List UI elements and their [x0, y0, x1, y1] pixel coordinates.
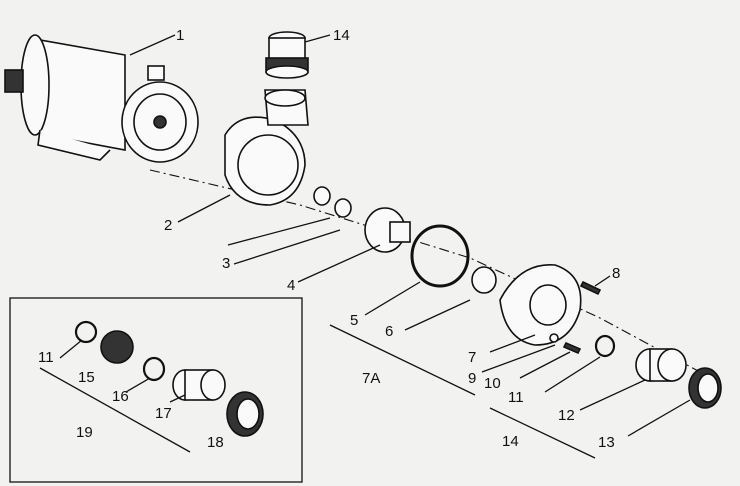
union-nut-part — [688, 367, 722, 409]
callout-12: 12 — [558, 407, 575, 424]
callout-7a: 7A — [362, 370, 380, 387]
callout-8: 8 — [612, 265, 620, 282]
callout-14-top: 14 — [333, 27, 350, 44]
drain-plug-part — [562, 341, 582, 355]
inset-parts — [74, 320, 264, 437]
impeller-part — [364, 207, 411, 253]
leader-lines — [39, 34, 691, 459]
callout-7: 7 — [468, 349, 476, 366]
union-fitting-top — [265, 31, 309, 79]
callout-10: 10 — [484, 375, 501, 392]
callout-16: 16 — [112, 388, 129, 405]
callout-18: 18 — [207, 434, 224, 451]
o-ring-11-part — [594, 334, 616, 358]
tailpiece-part — [635, 348, 687, 382]
callout-3: 3 — [222, 255, 230, 272]
callout-6: 6 — [385, 323, 393, 340]
callout-13: 13 — [598, 434, 615, 451]
callout-2: 2 — [164, 217, 172, 234]
callout-4: 4 — [287, 277, 295, 294]
diffuser-part — [471, 266, 497, 294]
callout-15: 15 — [78, 369, 95, 386]
callout-17: 17 — [155, 405, 172, 422]
pump-housing-part — [224, 89, 309, 206]
callout-19: 19 — [76, 424, 93, 441]
callout-14-bottom: 14 — [502, 433, 519, 450]
inset-box — [9, 297, 303, 483]
callout-11-inset: 11 — [38, 349, 54, 366]
o-ring-part — [410, 224, 470, 288]
washer-part — [549, 333, 559, 343]
callout-5: 5 — [350, 312, 358, 329]
motor-part — [4, 34, 199, 163]
callout-11: 11 — [508, 389, 524, 406]
faceplate-part — [499, 264, 582, 346]
callout-9: 9 — [468, 370, 476, 387]
callout-1: 1 — [176, 27, 184, 44]
screw-part — [579, 280, 602, 296]
seal-part — [313, 186, 331, 206]
seal-part-2 — [334, 198, 352, 218]
